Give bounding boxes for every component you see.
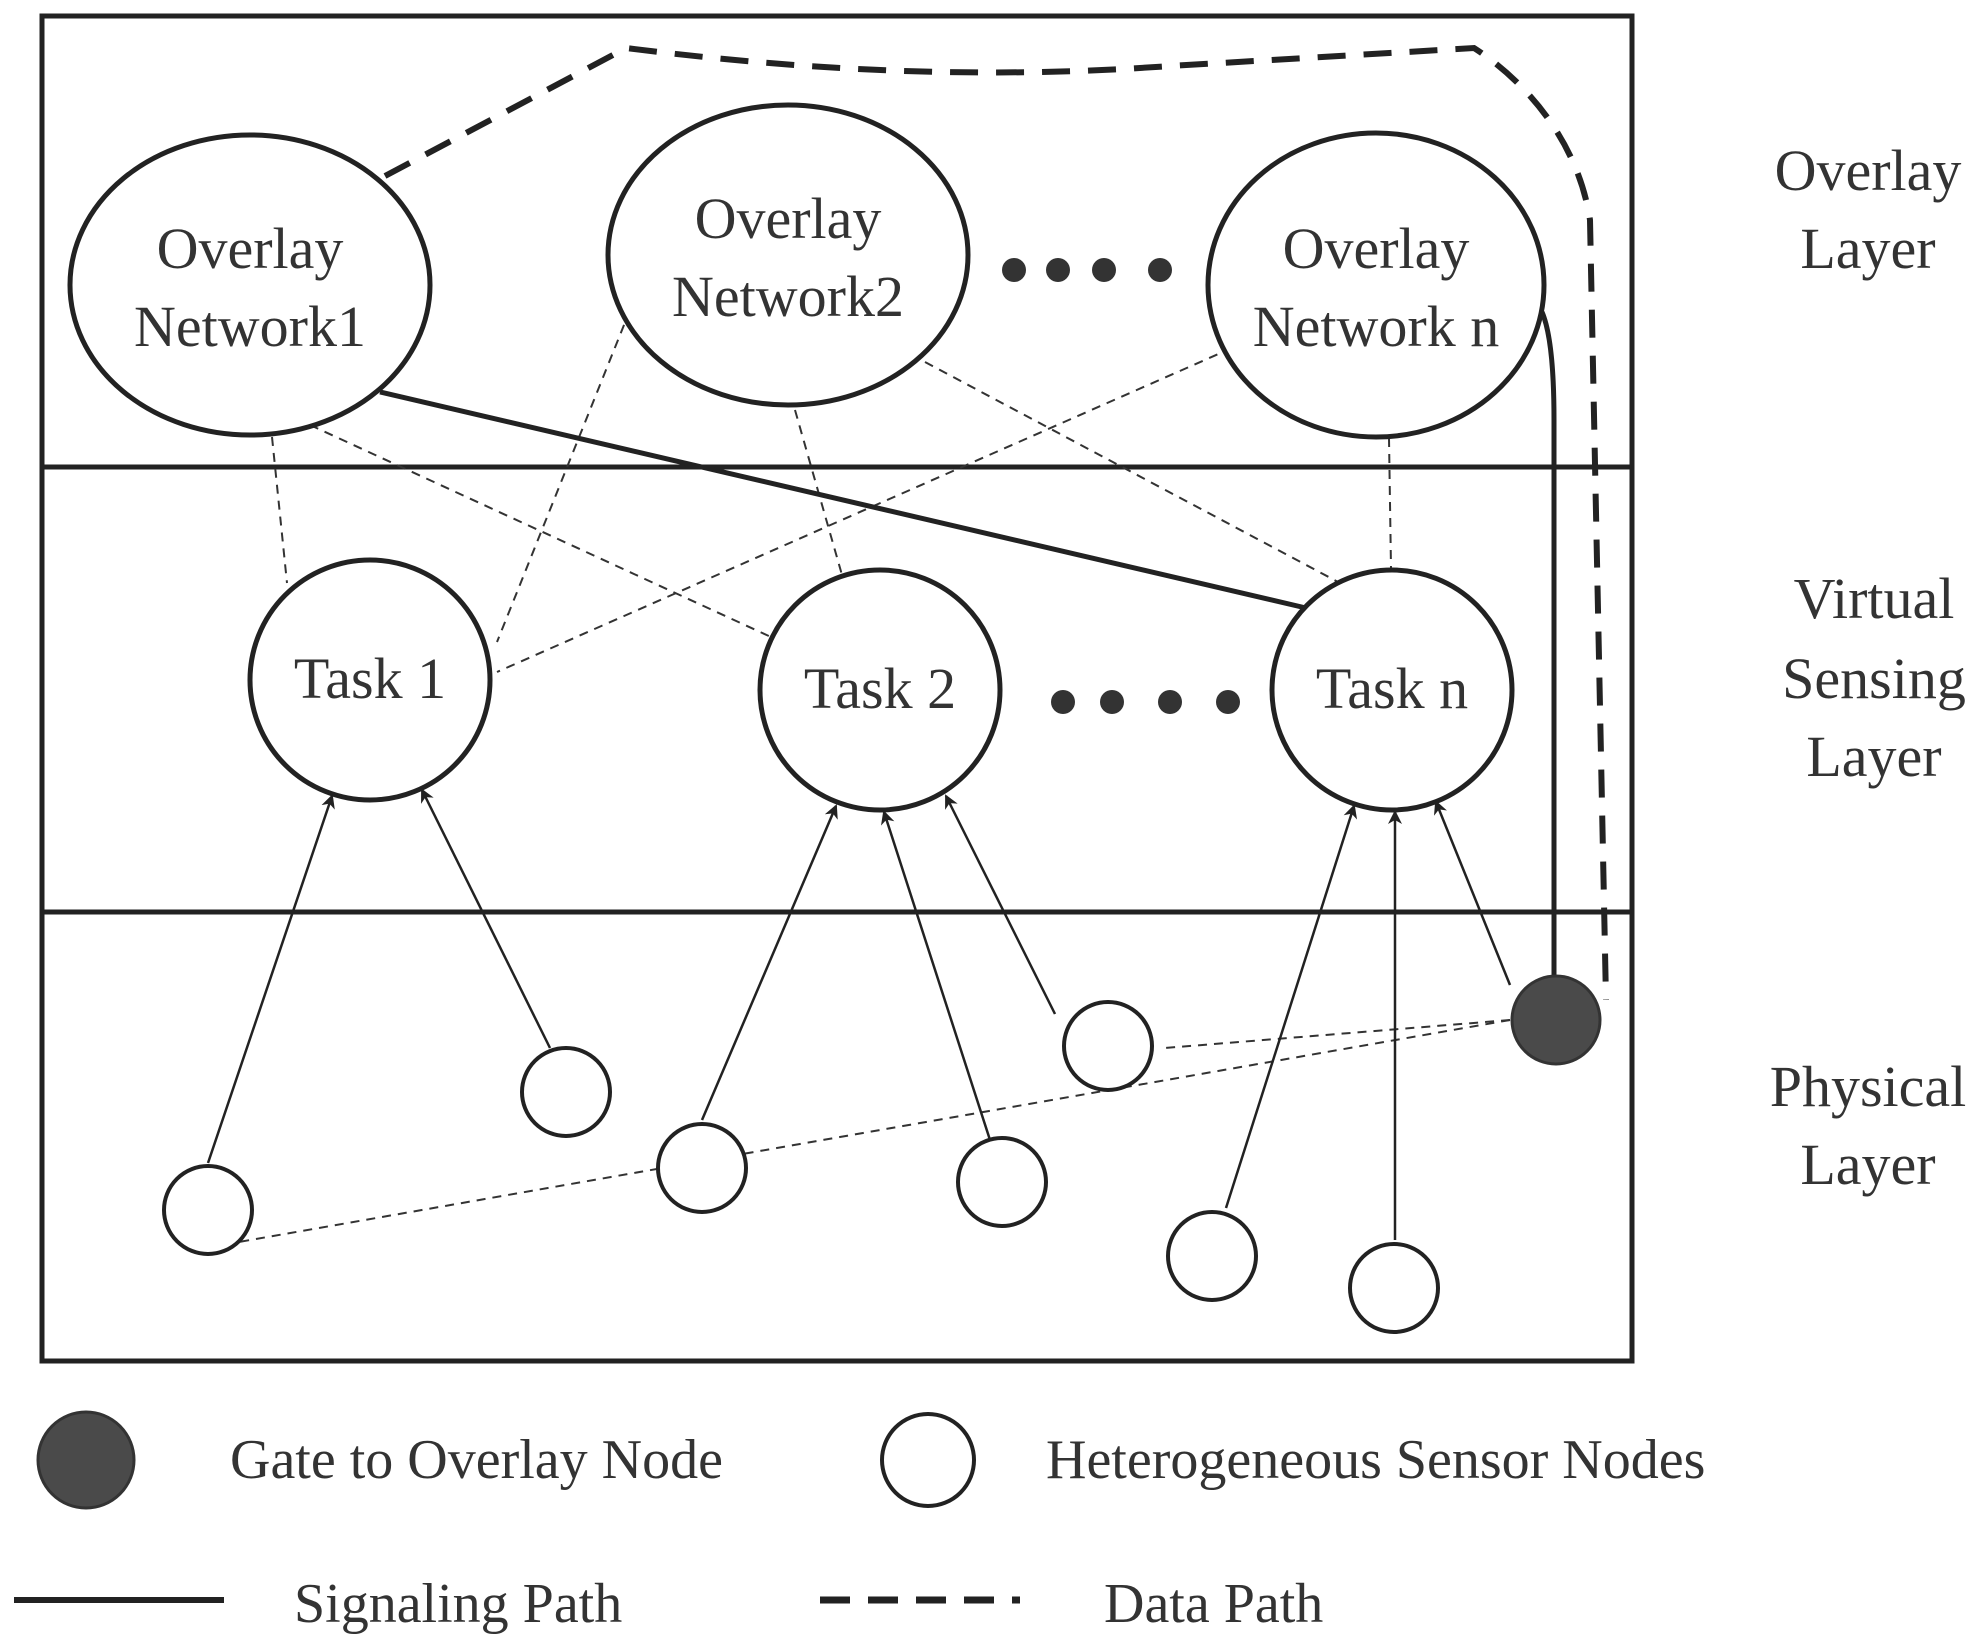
layer-label-physical: Physical Layer [1770, 1054, 1967, 1197]
layer-label-virtual-line1: Virtual [1794, 566, 1955, 631]
sensor-node [1166, 1210, 1258, 1302]
overlay-ellipsis-dots [1002, 258, 1172, 282]
legend-sensor-nodes-label: Heterogeneous Sensor Nodes [1046, 1429, 1705, 1491]
legend-data-path-label: Data Path [1104, 1573, 1323, 1635]
sensor-node [1062, 1000, 1154, 1092]
overlay-network-n-label-line1: Overlay [1283, 216, 1470, 281]
diagram-frame [39, 13, 1635, 1364]
overlay-network-2-label-line1: Overlay [695, 186, 882, 251]
task-2-label: Task 2 [804, 656, 956, 721]
layer-label-virtual-line2: Sensing [1782, 646, 1966, 711]
overlay-network-2-label-line2: Network2 [672, 264, 904, 329]
sensor-node [162, 1164, 254, 1256]
legend-gate-node-swatch [36, 1410, 136, 1510]
data-path [383, 44, 1609, 1001]
layer-label-overlay-line1: Overlay [1775, 138, 1962, 203]
overlay-network-1-label-line2: Network1 [134, 294, 366, 359]
legend-sensor-node-swatch [880, 1412, 976, 1508]
layer-label-virtual-sensing: Virtual Sensing Layer [1782, 566, 1966, 789]
overlay-network-n-label-line2: Network n [1253, 294, 1499, 359]
legend-signaling-path-label: Signaling Path [294, 1573, 622, 1635]
task-n: Task n [1269, 567, 1515, 813]
mapping-links [232, 309, 1511, 1244]
layer-label-overlay: Overlay Layer [1775, 138, 1962, 281]
layer-label-virtual-line3: Layer [1806, 724, 1941, 789]
gate-node [1510, 974, 1602, 1066]
sensor-node [1348, 1242, 1440, 1334]
signaling-path [379, 311, 1557, 980]
legend: Gate to Overlay Node Heterogeneous Senso… [14, 1410, 1705, 1635]
sensor-task-arrows [206, 788, 1512, 1240]
task-ellipsis-dots [1051, 690, 1240, 714]
sensor-nodes [162, 1000, 1440, 1334]
overlay-network-1: Overlay Network1 [67, 132, 433, 438]
overlay-network-2: Overlay Network2 [605, 102, 971, 408]
overlay-network-n: Overlay Network n [1205, 130, 1547, 440]
task-n-label: Task n [1316, 656, 1468, 721]
sensor-node [656, 1122, 748, 1214]
overlay-network-1-label-line1: Overlay [157, 216, 344, 281]
layer-label-overlay-line2: Layer [1800, 216, 1935, 281]
task-1-label: Task 1 [294, 646, 446, 711]
task-2: Task 2 [757, 567, 1003, 813]
legend-gate-node-label: Gate to Overlay Node [230, 1429, 723, 1491]
sensor-node [956, 1136, 1048, 1228]
task-1: Task 1 [247, 557, 493, 803]
layer-label-physical-line1: Physical [1770, 1054, 1967, 1119]
layer-label-physical-line2: Layer [1800, 1132, 1935, 1197]
sensor-node [520, 1046, 612, 1138]
